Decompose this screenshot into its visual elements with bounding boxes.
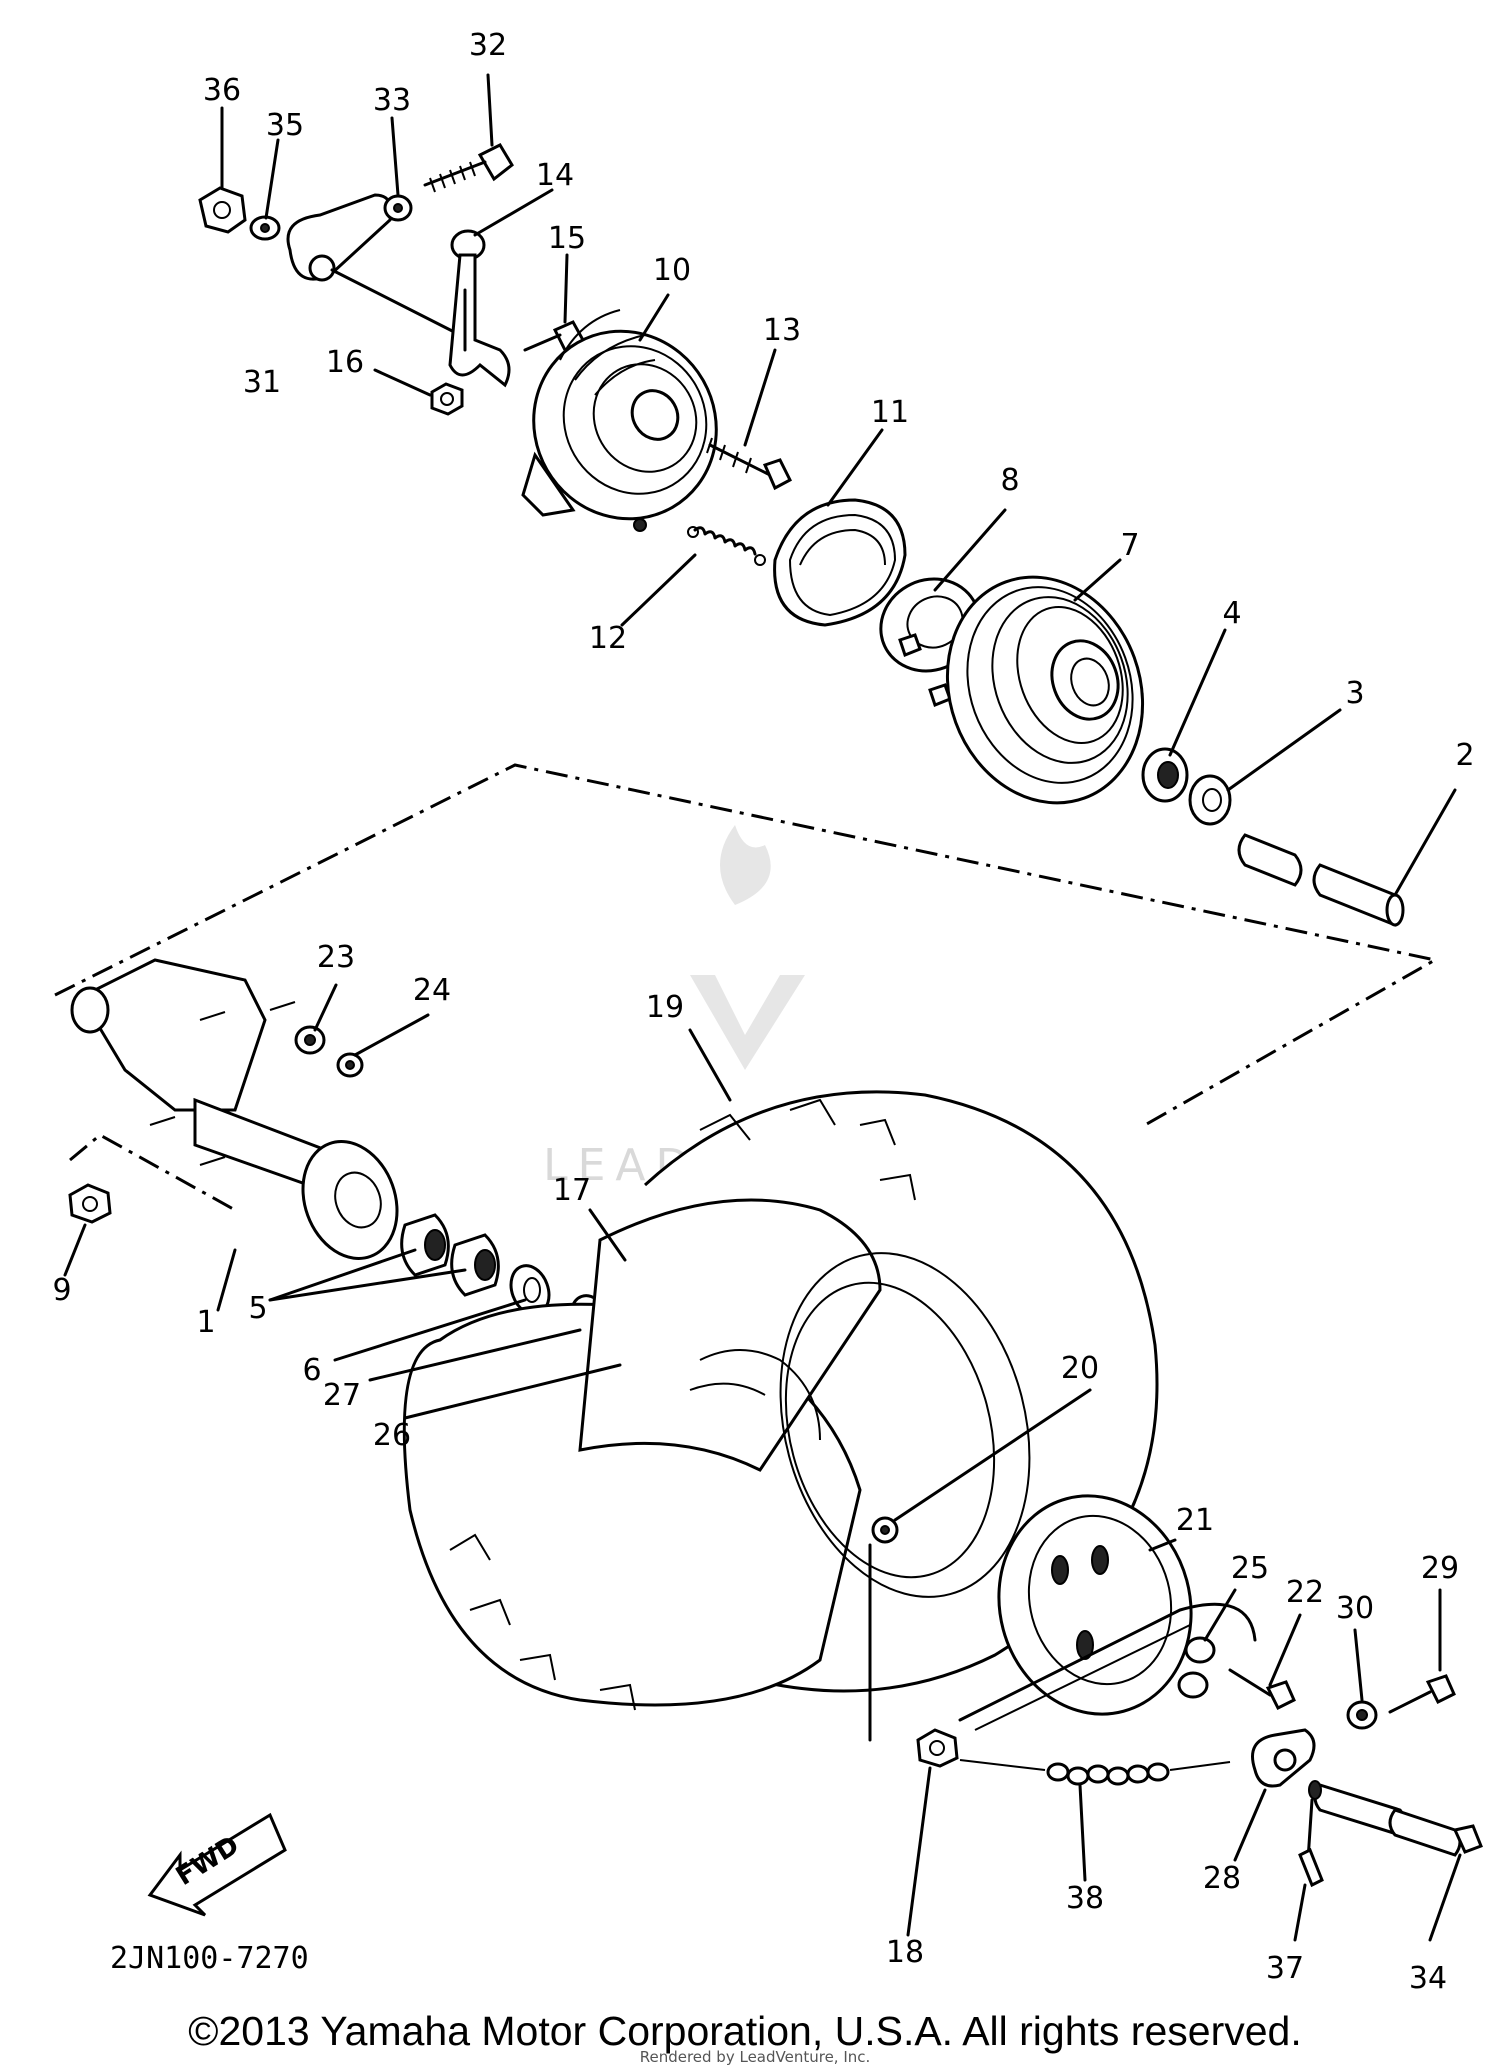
callout-9: 9 [52, 1273, 71, 1308]
copyright-notice: ©2013 Yamaha Motor Corporation, U.S.A. A… [188, 2008, 1301, 2054]
callout-35: 35 [266, 108, 304, 143]
leader-lines [63, 73, 1462, 1942]
chain-line-lower [974, 1624, 1191, 1731]
callout-32: 32 [469, 28, 507, 63]
part-23-nut [294, 1025, 326, 1055]
part-14-lever [448, 229, 511, 388]
part-32-bolt [423, 143, 514, 193]
callout-28: 28 [1203, 1861, 1241, 1896]
callout-23: 23 [317, 940, 355, 975]
callout-14: 14 [536, 158, 574, 193]
part-18-nut [916, 1728, 959, 1768]
part-3-seal [1188, 774, 1232, 826]
callout-3: 3 [1345, 676, 1364, 711]
part-16-nut [430, 382, 464, 416]
callout-labels: 36 35 33 32 14 15 31 16 10 13 11 12 8 7 … [52, 28, 1474, 1996]
chain-line [958, 1602, 1257, 1722]
callout-26: 26 [373, 1418, 411, 1453]
part-33-nut [383, 194, 413, 222]
callout-27: 27 [323, 1378, 361, 1413]
callout-37: 37 [1266, 1951, 1304, 1986]
part-2-collar [1237, 833, 1405, 927]
part-36-nut [198, 186, 247, 234]
callout-1: 1 [196, 1305, 215, 1340]
callout-8: 8 [1000, 463, 1019, 498]
callout-15: 15 [548, 221, 586, 256]
part-12-spring [687, 526, 766, 566]
part-13-bolt [706, 437, 792, 491]
callout-12: 12 [589, 621, 627, 656]
part-20-valve [871, 1516, 899, 1544]
hub-boundary-line [69, 1133, 236, 1212]
callout-6: 6 [302, 1353, 321, 1388]
part-35-washer [249, 215, 281, 241]
part-9-nut [68, 1183, 112, 1224]
callout-16: 16 [326, 345, 364, 380]
callout-13: 13 [763, 313, 801, 348]
part-28-chain-adjuster [1251, 1728, 1316, 1788]
part-11-brake-shoe [773, 498, 907, 627]
callout-11: 11 [871, 395, 909, 430]
callout-5: 5 [248, 1291, 267, 1326]
part-31-bracket [286, 193, 472, 342]
part-21-sprocket [997, 1494, 1193, 1716]
part-1-hub-axle [70, 958, 399, 1260]
callout-29: 29 [1421, 1551, 1459, 1586]
part-5-bearings [400, 1213, 500, 1297]
callout-22: 22 [1286, 1575, 1324, 1610]
diagram-code: 2JN100-7270 [110, 1941, 309, 1976]
part-38-chain-joint [959, 1759, 1231, 1786]
callout-10: 10 [653, 253, 691, 288]
callout-34: 34 [1409, 1961, 1447, 1996]
part-30-nut [1346, 1700, 1378, 1730]
callout-36: 36 [203, 73, 241, 108]
callout-2: 2 [1455, 738, 1474, 773]
callout-30: 30 [1336, 1591, 1374, 1626]
callout-17: 17 [553, 1173, 591, 1208]
part-24-nut [336, 1052, 364, 1078]
callout-4: 4 [1222, 596, 1241, 631]
part-7-brake-drum [945, 575, 1145, 805]
part-10-brake-panel [521, 309, 718, 532]
callout-20: 20 [1061, 1351, 1099, 1386]
part-29-bolt [1388, 1674, 1456, 1714]
assembly-boundary-line [54, 763, 1440, 1127]
rendered-by-notice: Rendered by LeadVenture, Inc. [640, 2048, 871, 2066]
fwd-arrow-icon: FWD [147, 1812, 287, 1917]
callout-25: 25 [1231, 1551, 1269, 1586]
callout-31: 31 [243, 365, 281, 400]
callout-19: 19 [646, 990, 684, 1025]
callout-24: 24 [413, 973, 451, 1008]
callout-38: 38 [1066, 1881, 1104, 1916]
callout-33: 33 [373, 83, 411, 118]
part-22-bolt [1228, 1668, 1296, 1711]
part-37-cotter-pin [1298, 1798, 1324, 1888]
callout-7: 7 [1120, 528, 1139, 563]
part-34-axle-bolt [1308, 1780, 1483, 1857]
callout-21: 21 [1176, 1503, 1214, 1538]
part-4-bearing [1141, 747, 1189, 803]
part-25-lock-washer [1177, 1636, 1216, 1699]
callout-18: 18 [886, 1935, 924, 1970]
